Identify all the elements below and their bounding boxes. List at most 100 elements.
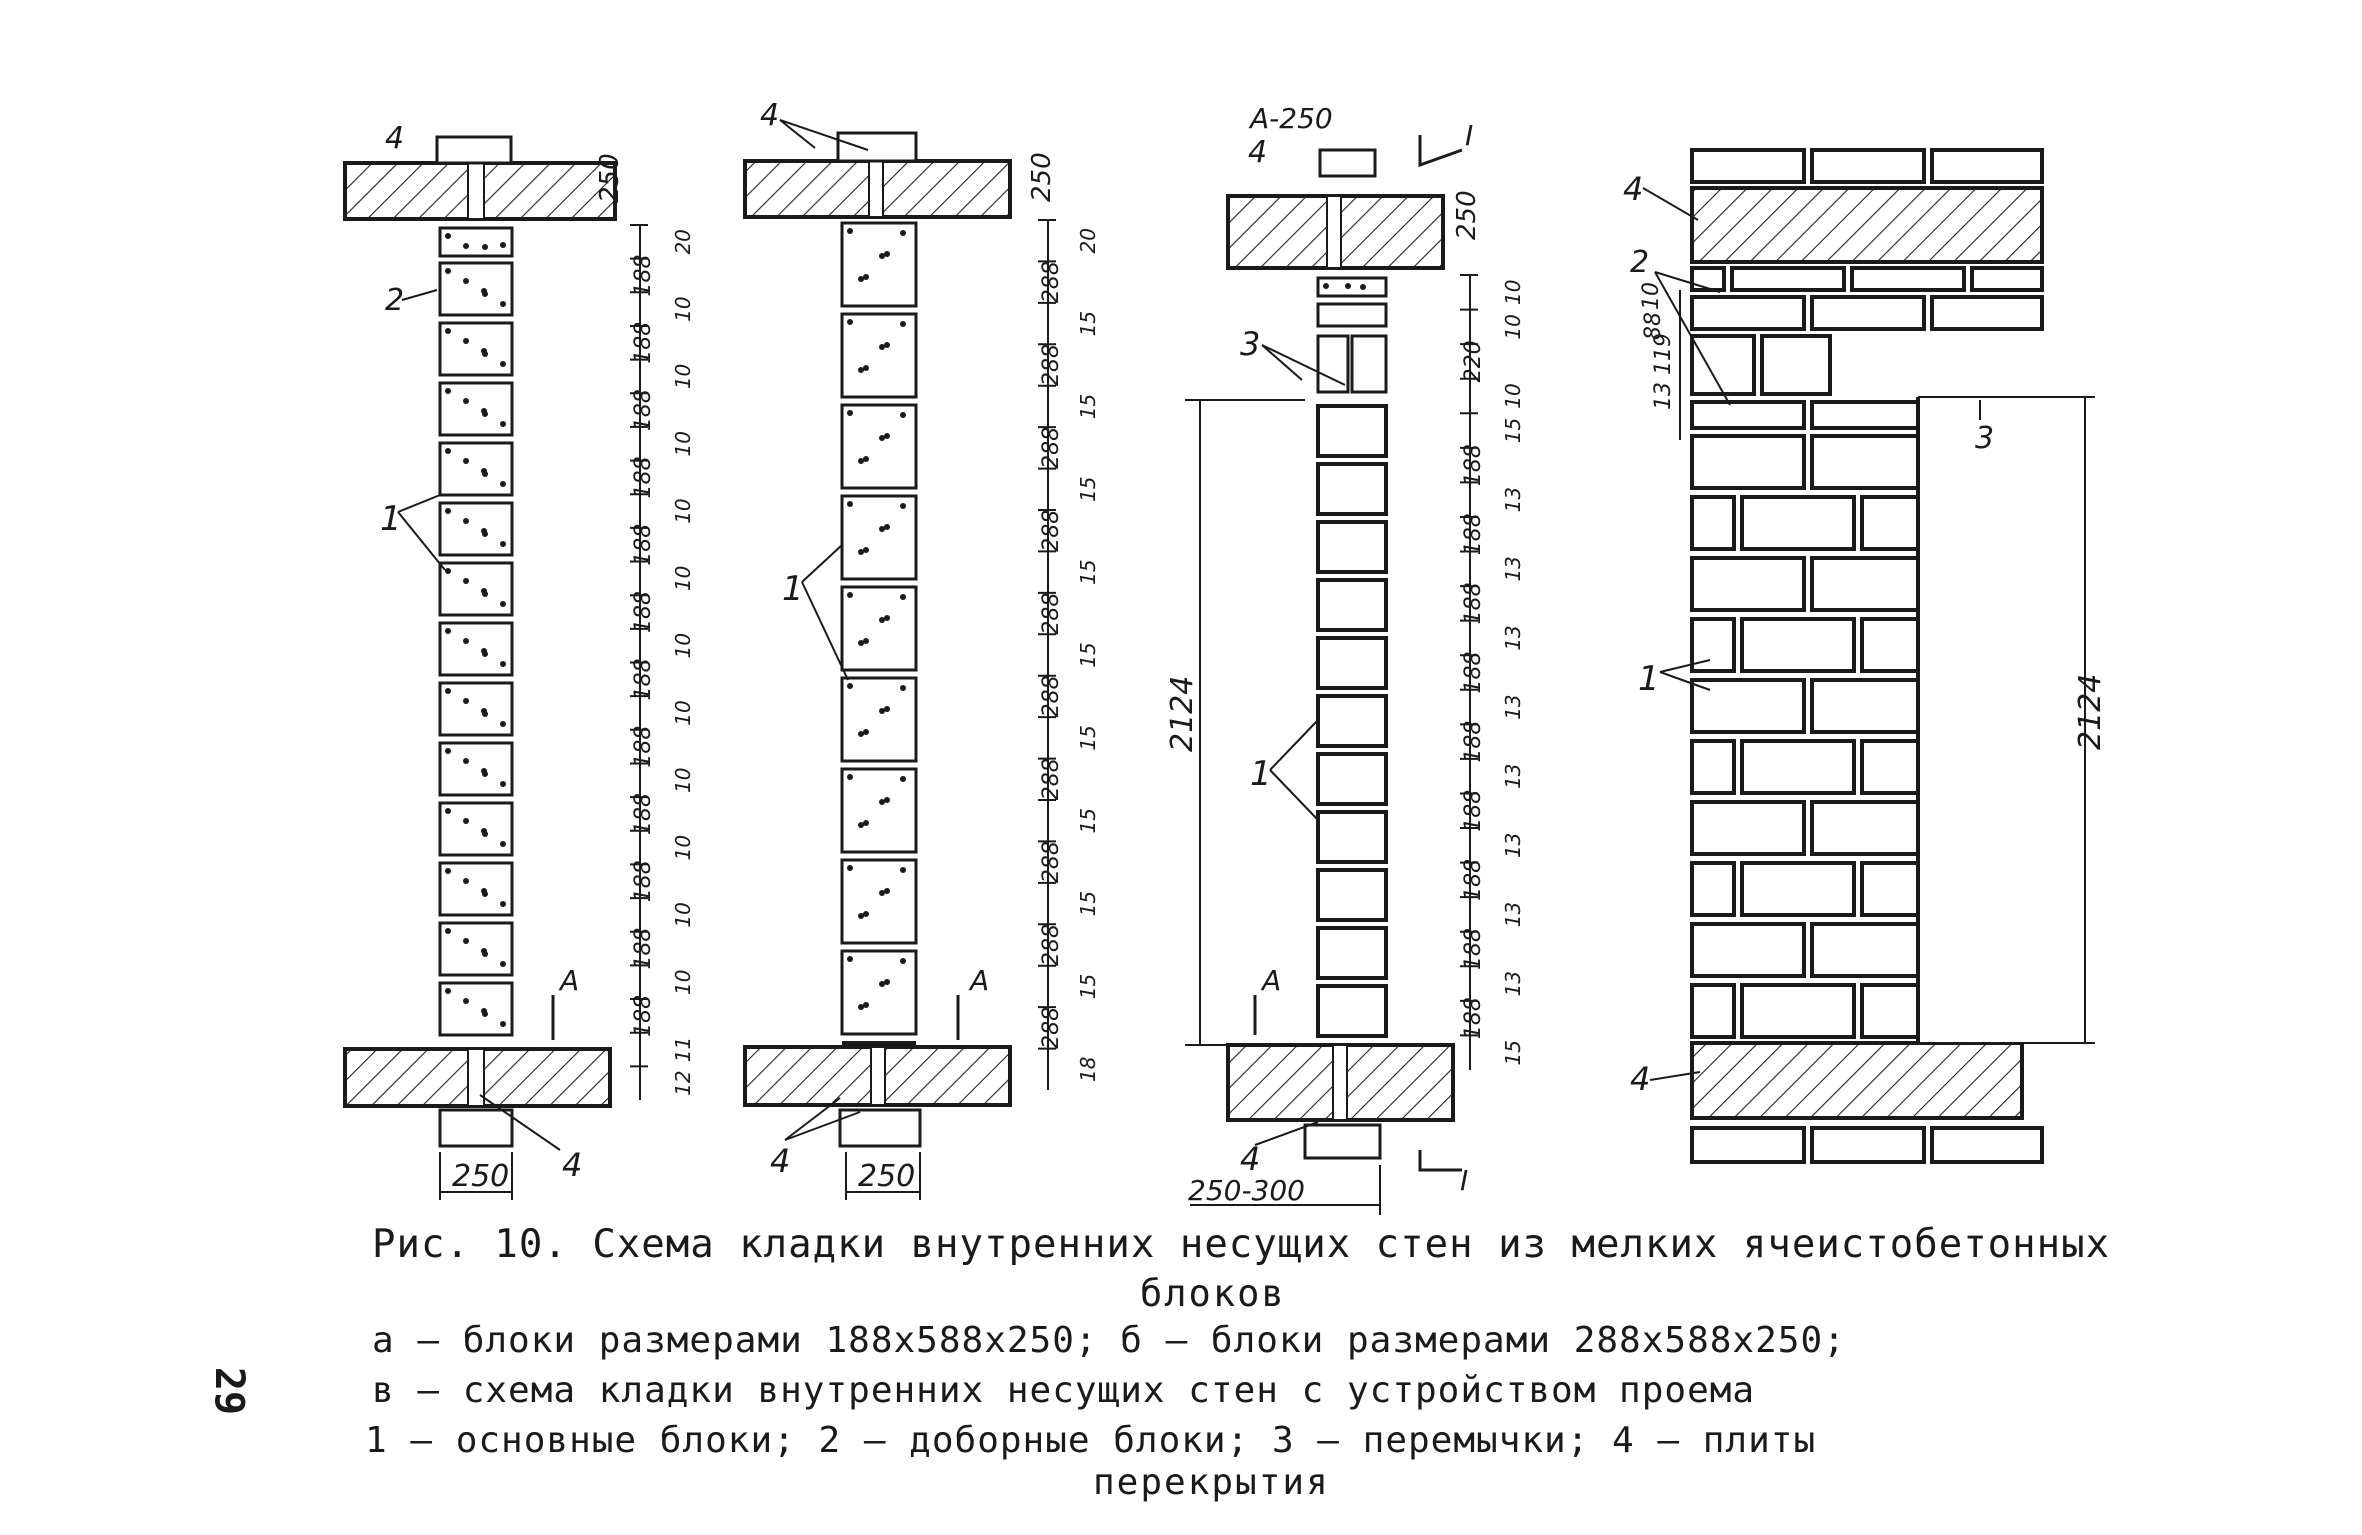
aerated-pore (900, 230, 906, 236)
dimension-label: 10 (671, 902, 695, 927)
aerated-pore (863, 456, 869, 462)
wall-v-cut-mark-top: I (1465, 119, 1473, 152)
main-block (1316, 984, 1388, 1038)
aerated-pore (481, 288, 487, 294)
aerated-pore (858, 822, 864, 828)
dimension-label: 188 (1461, 997, 1486, 1039)
aerated-pore (463, 878, 469, 884)
aerated-pore (445, 448, 451, 454)
aerated-pore (900, 412, 906, 418)
main-block (438, 561, 514, 617)
main-block (1316, 752, 1388, 806)
filler-block (1316, 302, 1388, 328)
dimension-label: 15 (1501, 418, 1525, 443)
main-block (1316, 810, 1388, 864)
aerated-pore (863, 820, 869, 826)
aerated-pore (481, 468, 487, 474)
dimension-label: 15 (1076, 394, 1100, 419)
dimension-label: 15 (1076, 725, 1100, 750)
aerated-pore (481, 768, 487, 774)
dimension-label: 188 (1461, 652, 1486, 694)
dimension-label: 188 (631, 591, 656, 633)
dimension-label: 188 (1461, 444, 1486, 486)
dimension-label: 15 (1076, 311, 1100, 336)
aerated-pore (884, 979, 890, 985)
dimension-label: 188 (1461, 928, 1486, 970)
lintel-block (1350, 334, 1388, 394)
main-block (1316, 520, 1388, 574)
main-block (1316, 694, 1388, 748)
aerated-pore (445, 328, 451, 334)
aerated-pore (879, 526, 885, 532)
brick (1690, 148, 1806, 184)
dimension-label: 288 (1039, 427, 1064, 469)
wall-a-width-label: 250 (452, 1159, 509, 1194)
dimension-label: 15 (1076, 891, 1100, 916)
brick (1810, 400, 1920, 430)
dimension-label: 188 (631, 456, 656, 498)
aerated-pore (847, 865, 853, 871)
wall-b-callout-4: 4 (770, 1142, 790, 1180)
lintel-block (1316, 334, 1350, 394)
aerated-pore (463, 758, 469, 764)
wall-v-callout-3: 3 (1240, 325, 1260, 363)
aerated-pore (879, 890, 885, 896)
aerated-pore (463, 578, 469, 584)
aerated-pore (445, 233, 451, 239)
aerated-pore (481, 408, 487, 414)
main-block (438, 381, 514, 437)
aerated-pore (481, 708, 487, 714)
main-block (840, 312, 918, 399)
aerated-pore (858, 1004, 864, 1010)
aerated-pore (900, 776, 906, 782)
aerated-pore (500, 1021, 506, 1027)
wall-a-dimension-chain: 2018810188101881018810188101881018810188… (630, 224, 695, 1100)
aerated-pore (463, 518, 469, 524)
dimension-label: 288 (1039, 344, 1064, 386)
aerated-pore (900, 594, 906, 600)
aerated-pore (884, 251, 890, 257)
brick (1690, 739, 1736, 795)
wall-b-dimension-chain: 2028815288152881528815288152881528815288… (1038, 219, 1100, 1090)
wall-a-slab-label: 250 (595, 153, 625, 203)
aerated-pore (500, 242, 506, 248)
brick (1810, 800, 1920, 856)
dimension-label: 288 (1039, 675, 1064, 717)
aerated-pore (1345, 283, 1351, 289)
wall-b-blocks (840, 221, 918, 1045)
brick (1690, 556, 1806, 612)
aerated-pore (884, 342, 890, 348)
brick (1860, 983, 1920, 1039)
aerated-pore (445, 868, 451, 874)
wall-b-slab-label: 250 (1027, 152, 1057, 202)
aerated-pore (847, 501, 853, 507)
aerated-pore (884, 524, 890, 530)
aerated-pore (847, 228, 853, 234)
dimension-label: 12 (671, 1070, 695, 1095)
aerated-pore (445, 988, 451, 994)
wall-v-callout-1: 1 (1250, 754, 1272, 794)
dimension-label: 188 (631, 995, 656, 1037)
dimension-label: 13 (1501, 833, 1525, 858)
dimension-label: 13 (1501, 971, 1525, 996)
aerated-pore (445, 268, 451, 274)
aerated-pore (847, 592, 853, 598)
main-block (1316, 868, 1388, 922)
aerated-pore (481, 588, 487, 594)
wall-v-cut-mark-bottom: I (1460, 1164, 1468, 1197)
elevation-callout-2: 2 (1630, 245, 1649, 280)
aerated-pore (445, 388, 451, 394)
brick (1690, 983, 1736, 1039)
brick (1760, 334, 1832, 396)
dimension-label: 188 (1461, 859, 1486, 901)
main-block (438, 801, 514, 857)
aerated-pore (482, 244, 488, 250)
dimension-label: 188 (1461, 582, 1486, 624)
aerated-pore (481, 348, 487, 354)
aerated-pore (500, 721, 506, 727)
wall-a-callout-4: 4 (562, 1146, 582, 1184)
main-block (840, 221, 918, 308)
wall-a-top-slab: 250 (343, 135, 625, 221)
aerated-pore (858, 549, 864, 555)
aerated-pore (463, 243, 469, 249)
